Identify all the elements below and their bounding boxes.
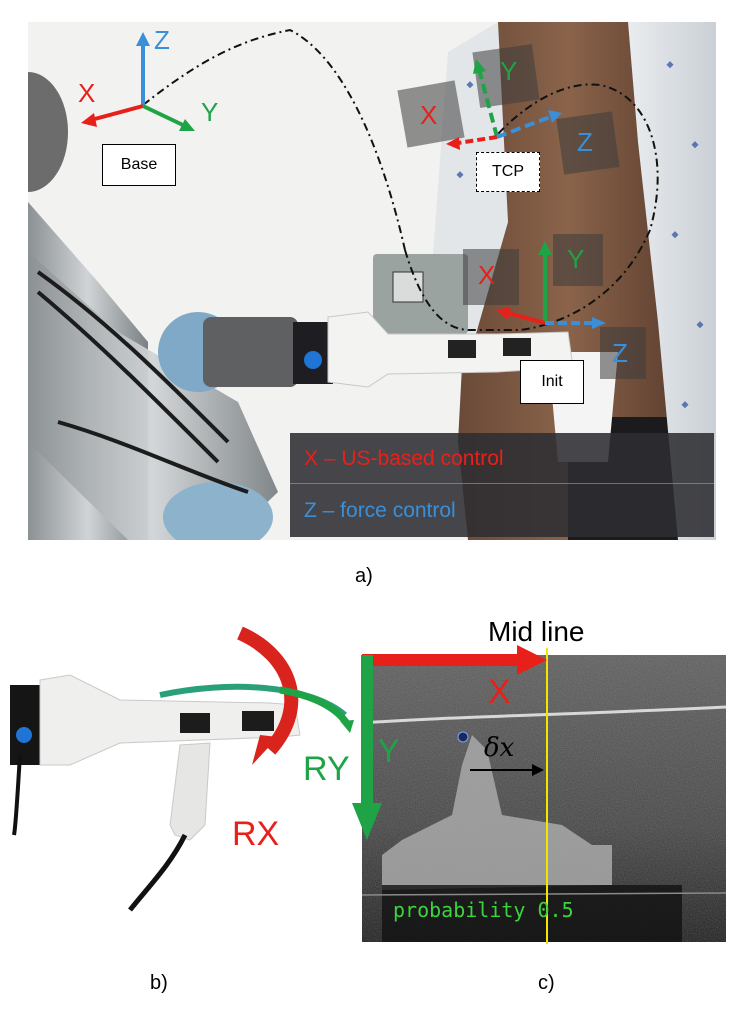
image-y-axis-arrow [352, 655, 382, 840]
image-x-axis-arrow [362, 645, 547, 675]
rotation-arrows [236, 626, 354, 765]
probability-text: probability 0.5 [393, 898, 574, 922]
delta-x-arrow [470, 764, 544, 776]
base-frame-axes [81, 32, 195, 131]
init-z-patch [600, 327, 646, 379]
tcp-y-label: Y [500, 56, 518, 86]
legend-z-control: Z – force control [304, 499, 456, 522]
init-x-patch [463, 249, 519, 305]
base-label: Base [102, 144, 176, 186]
rx-label: RX [232, 815, 280, 853]
ry-label: RY [303, 750, 350, 788]
midline-label: Mid line [488, 616, 585, 647]
control-legend: X – US-based control Z – force control [290, 433, 714, 537]
caption-a: a) [355, 565, 373, 587]
caption-b: b) [150, 972, 168, 994]
probe-holder-illustration [10, 625, 350, 915]
midline-marker [546, 648, 548, 944]
init-y-patch [553, 234, 603, 286]
image-y-label: Y [378, 733, 400, 769]
legend-x-control: X – US-based control [304, 447, 504, 470]
ultrasound-image [362, 655, 726, 942]
tcp-label: TCP [476, 152, 540, 192]
init-x-label: X [478, 260, 496, 290]
init-frame-axes [496, 241, 606, 329]
base-y-label: Y [201, 97, 219, 127]
delta-x-label: δx [484, 733, 515, 763]
init-y-label: Y [567, 244, 585, 274]
base-z-label: Z [154, 25, 170, 55]
init-label: Init [520, 360, 584, 404]
image-x-label: X [488, 673, 511, 711]
legend-divider [290, 483, 714, 484]
init-z-label: Z [612, 338, 628, 368]
base-x-label: X [78, 78, 96, 108]
tcp-frame-axes [446, 59, 562, 150]
ultrasound-texture [362, 655, 726, 942]
panel-b-probe [10, 625, 350, 915]
tcp-x-label: X [420, 100, 438, 130]
tcp-z-label: Z [577, 127, 593, 157]
caption-c: c) [538, 972, 555, 994]
